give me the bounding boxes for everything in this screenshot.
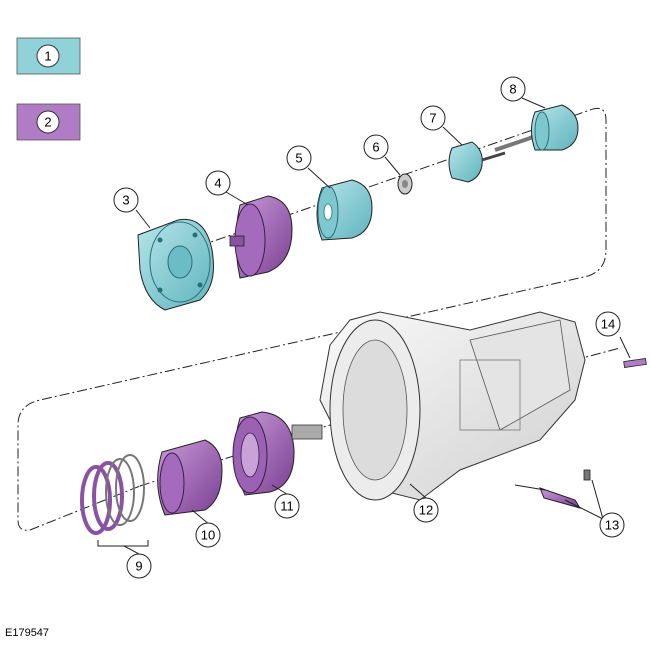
callout-6: 6 (363, 134, 389, 160)
callout-11: 11 (274, 493, 300, 519)
svg-text:3: 3 (122, 193, 129, 208)
callout-12: 12 (413, 497, 439, 523)
callout-8: 8 (500, 76, 526, 102)
leader-lines (123, 97, 631, 555)
svg-text:10: 10 (201, 528, 215, 543)
svg-text:7: 7 (429, 111, 436, 126)
callout-5: 5 (286, 145, 312, 171)
callout-13: 13 (599, 512, 625, 538)
part-13-bracket (514, 469, 591, 509)
part-11-ring-drum (232, 411, 323, 496)
part-8-output-shaft-drum (494, 104, 579, 152)
legend-item-2: 2 (16, 103, 81, 141)
svg-text:5: 5 (295, 151, 302, 166)
part-4-clutch-drum (229, 195, 293, 279)
callout-7: 7 (420, 105, 446, 131)
reference-code: E179547 (5, 627, 50, 639)
svg-text:9: 9 (135, 559, 142, 574)
svg-text:14: 14 (601, 317, 615, 332)
part-14-pin (623, 358, 647, 368)
svg-text:8: 8 (509, 82, 516, 97)
part-3-pump-housing (137, 218, 214, 311)
part-9-clutch-rings (80, 454, 149, 547)
svg-text:13: 13 (605, 518, 619, 533)
callout-9: 9 (126, 553, 152, 579)
callout-14: 14 (595, 311, 621, 337)
svg-text:12: 12 (419, 503, 433, 518)
part-5-teal-drum (316, 179, 373, 241)
legend-number: 2 (44, 115, 51, 130)
callout-10: 10 (195, 522, 221, 548)
part-6-small-gear (397, 173, 413, 195)
callout-4: 4 (205, 170, 231, 196)
part-10-clutch-pack (157, 439, 223, 516)
legend-item-1: 1 (16, 37, 81, 75)
svg-text:11: 11 (280, 499, 294, 514)
svg-text:4: 4 (214, 176, 221, 191)
callout-3: 3 (113, 187, 139, 213)
part-12-transmission-housing (319, 311, 586, 501)
part-7-planet-carrier (448, 141, 506, 183)
svg-text:6: 6 (372, 140, 379, 155)
legend-number: 1 (44, 49, 51, 64)
